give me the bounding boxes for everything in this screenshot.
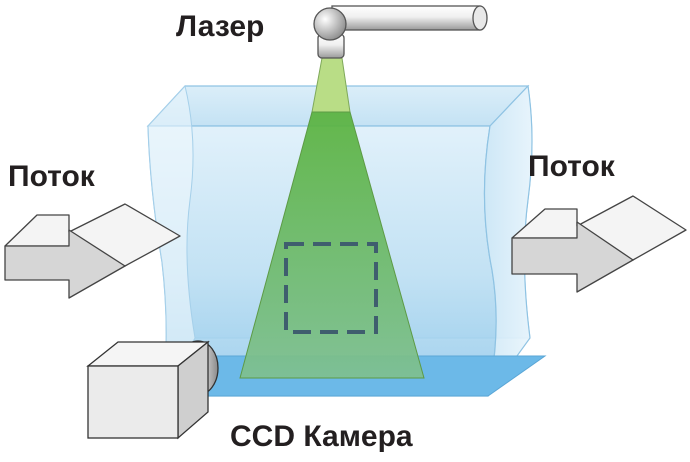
flow-left-label: Поток xyxy=(8,160,96,193)
measurement-region xyxy=(284,242,378,334)
camera-label: CCD Камера xyxy=(230,420,413,453)
laser-beam-top xyxy=(311,57,351,113)
laser-pipe-tube xyxy=(331,5,481,31)
flow-arrow-right-front xyxy=(511,221,634,293)
camera-icon xyxy=(86,340,219,440)
flow-right-label: Поток xyxy=(528,150,616,183)
flow-arrow-right xyxy=(511,195,687,293)
laser-label: Лазер xyxy=(176,10,264,43)
laser-pipe-icon xyxy=(313,5,488,59)
camera-front xyxy=(87,365,179,439)
laser-pipe-end xyxy=(472,5,488,31)
laser-pipe-joint xyxy=(313,7,347,41)
laser-beam xyxy=(239,111,425,379)
flow-arrow-left xyxy=(4,203,181,299)
flow-arrow-left-front xyxy=(4,229,126,299)
